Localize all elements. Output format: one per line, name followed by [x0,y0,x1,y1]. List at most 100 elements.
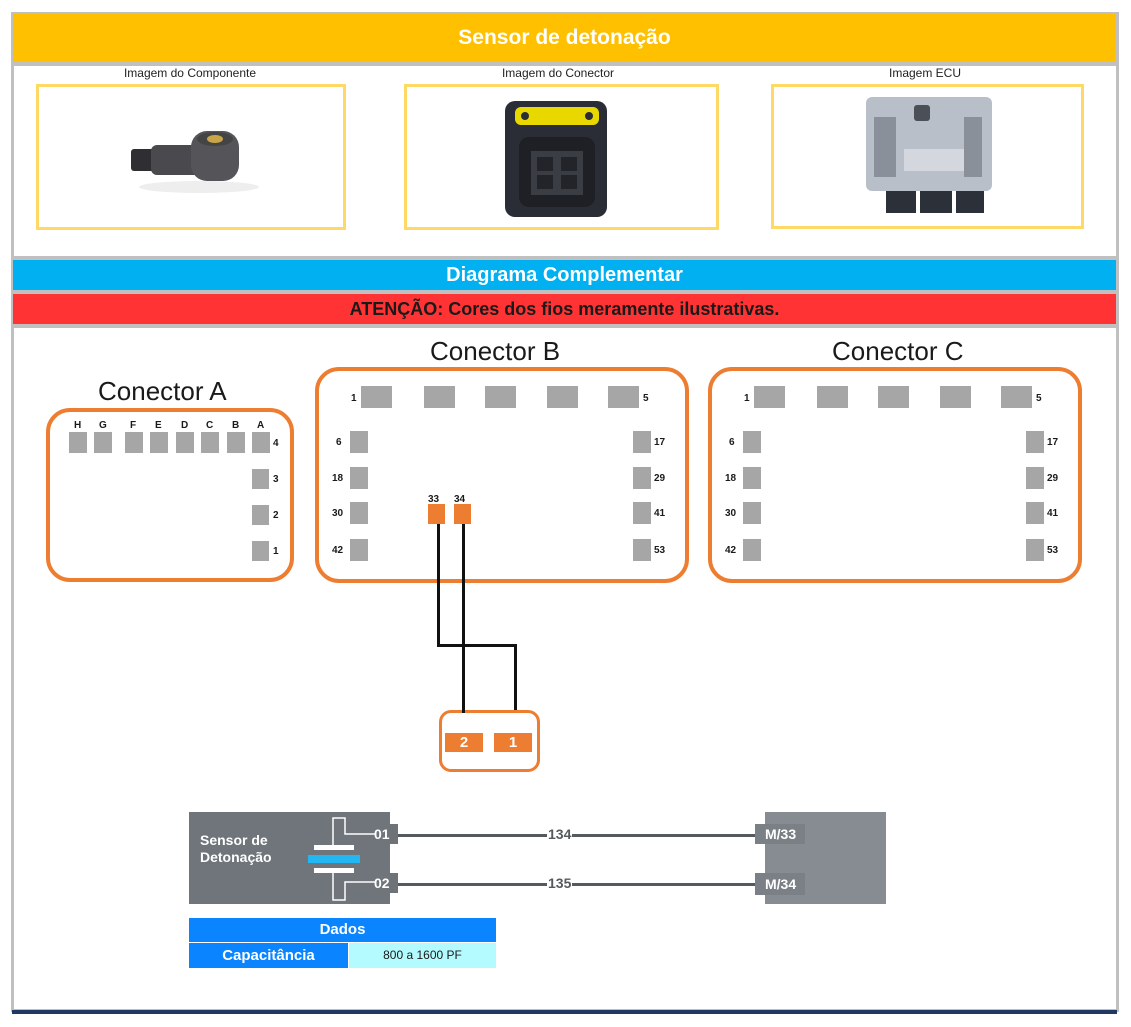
connC-pin-label-41: 41 [1047,508,1059,519]
pin-label-a: A [257,420,265,431]
pin-33[interactable] [428,504,445,524]
connC-pin-label-30: 30 [725,508,737,519]
connC-pin-29[interactable] [1026,467,1044,489]
pin-label-a-1: 1 [273,546,279,557]
connC-pin-label-29: 29 [1047,473,1059,484]
connC-pin-label-5: 5 [1036,393,1042,404]
connC-pin-41[interactable] [1026,502,1044,524]
knock-sensor-photo-icon [131,131,259,193]
wire-33-vertical [437,524,440,646]
connB-top-pin-1[interactable] [361,386,392,408]
component-image [36,84,346,230]
pin-a[interactable] [252,432,270,453]
connC-pin-42[interactable] [743,539,761,561]
pin-34[interactable] [454,504,471,524]
connC-top-pin-1[interactable] [754,386,785,408]
pin-b[interactable] [227,432,245,453]
connC-pin-30[interactable] [743,502,761,524]
ecu-pin-m33: M/33 [755,824,805,844]
sensor-block-label: Sensor de Detonação [200,832,272,866]
capacitor-symbol-icon [308,817,375,901]
pin-label-f: F [130,420,137,431]
connC-top-pin-2[interactable] [817,386,848,408]
connC-pin-label-18: 18 [725,473,737,484]
ecu-image-caption: Imagem ECU [888,66,962,80]
pin-label-34: 34 [454,494,466,505]
sensor-label-line2: Detonação [200,849,272,865]
connC-top-pin-5[interactable] [1001,386,1032,408]
pin-label-e: E [155,420,162,431]
connB-pin-label-42: 42 [332,545,344,556]
capacitance-value: 800 a 1600 PF [349,943,496,968]
page-title: Sensor de detonação [13,14,1116,62]
connB-pin-label-5: 5 [643,393,649,404]
diagram-title: Diagrama Complementar [13,260,1116,290]
pin-c[interactable] [201,432,219,453]
sensor-pin-2[interactable]: 2 [445,733,483,752]
sensor-tab-01 [390,824,398,844]
pin-label-33: 33 [428,494,440,505]
wire-134-line[interactable] [398,834,758,837]
sensor-tab-02 [390,873,398,893]
pin-e[interactable] [150,432,168,453]
data-table: Dados Capacitância 800 a 1600 PF [189,918,496,968]
sensor-pin-02: 02 [374,875,390,891]
connector-image [404,84,719,230]
wire-33-to-pin1 [514,644,517,736]
pin-a-2[interactable] [252,505,269,525]
connector-image-caption: Imagem do Conector [501,66,615,80]
connB-pin-17[interactable] [633,431,651,453]
connector-c-title: Conector C [832,336,964,366]
divider [13,290,1116,294]
component-image-caption: Imagem do Componente [123,66,257,80]
connC-pin-6[interactable] [743,431,761,453]
connC-top-pin-4[interactable] [940,386,971,408]
connB-pin-label-29: 29 [654,473,666,484]
bottom-rule [12,1010,1117,1014]
pin-label-a-3: 3 [273,474,279,485]
ecu-photo-icon [866,97,992,213]
data-table-title: Dados [189,918,496,942]
pin-h[interactable] [69,432,87,453]
wire-33-horizontal [437,644,517,647]
connB-top-pin-3[interactable] [485,386,516,408]
wire-135-line[interactable] [398,883,758,886]
connB-pin-29[interactable] [633,467,651,489]
connB-pin-53[interactable] [633,539,651,561]
connB-pin-label-53: 53 [654,545,666,556]
connB-pin-18[interactable] [350,467,368,489]
connB-pin-41[interactable] [633,502,651,524]
divider [13,62,1116,66]
connC-pin-17[interactable] [1026,431,1044,453]
pin-label-b: B [232,420,240,431]
connC-pin-label-42: 42 [725,545,737,556]
sensor-label-line1: Sensor de [200,832,268,848]
pin-d[interactable] [176,432,194,453]
wire-joint [462,710,465,713]
pin-f[interactable] [125,432,143,453]
pin-g[interactable] [94,432,112,453]
connC-pin-53[interactable] [1026,539,1044,561]
pin-a-3[interactable] [252,469,269,489]
connC-top-pin-3[interactable] [878,386,909,408]
connB-top-pin-2[interactable] [424,386,455,408]
connB-pin-42[interactable] [350,539,368,561]
connB-pin-label-41: 41 [654,508,666,519]
connB-pin-label-17: 17 [654,437,666,448]
table-row: Capacitância 800 a 1600 PF [189,943,496,968]
divider [13,256,1116,260]
capacitance-key: Capacitância [189,943,348,968]
sensor-pin-1[interactable]: 1 [494,733,532,752]
pin-a-1[interactable] [252,541,269,561]
pin-label-c: C [206,420,214,431]
connector-a-title: Conector A [98,376,227,406]
connC-pin-18[interactable] [743,467,761,489]
pin-label-a-4: 4 [273,438,279,449]
connector-b-title: Conector B [430,336,561,366]
warning-banner: ATENÇÃO: Cores dos fios meramente ilustr… [13,294,1116,324]
connB-top-pin-4[interactable] [547,386,578,408]
connB-pin-label-18: 18 [332,473,344,484]
connB-pin-30[interactable] [350,502,368,524]
connB-pin-6[interactable] [350,431,368,453]
connB-top-pin-5[interactable] [608,386,639,408]
